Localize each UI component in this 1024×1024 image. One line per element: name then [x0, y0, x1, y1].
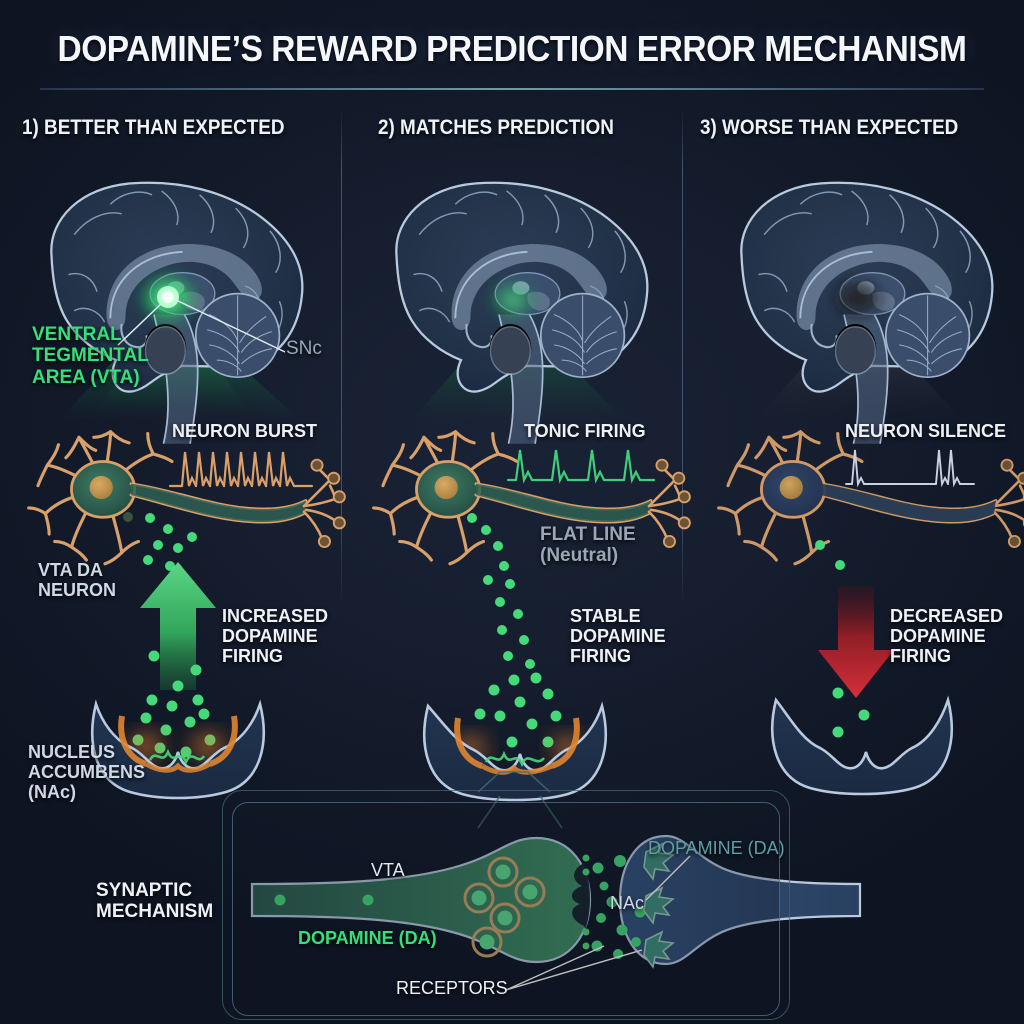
- snc-label-1: SNc: [286, 338, 322, 359]
- column-2-illustration: [372, 181, 692, 829]
- synaptic-panel-inner-frame: [232, 802, 780, 1016]
- dopamine-leader-line: [645, 855, 691, 901]
- synaptic-mechanism-illustration: [250, 834, 862, 991]
- cleft-dopamine: [582, 854, 646, 959]
- nucleus-accumbens-3: [771, 695, 953, 796]
- nucleus-accumbens-1: [91, 699, 265, 800]
- synaptic-panel-outer-frame: [222, 790, 790, 1020]
- vta-da-neuron-label: VTA DA NEURON: [38, 560, 117, 601]
- title-divider: [40, 88, 984, 90]
- neuron-burst-label: NEURON BURST: [172, 421, 318, 441]
- panel-connector-notch: [477, 771, 551, 793]
- stable-firing-label: STABLE DOPAMINE FIRING: [570, 606, 666, 667]
- column-3-illustration: [717, 181, 1024, 796]
- spike-train-silence: [845, 449, 975, 488]
- presynaptic-dopamine-label: DOPAMINE (DA): [298, 928, 437, 948]
- column-divider-1: [341, 108, 342, 608]
- column-header-worse: 3) WORSE THAN EXPECTED: [700, 116, 959, 139]
- increased-firing-arrow: [140, 562, 216, 690]
- increased-firing-label: INCREASED DOPAMINE FIRING: [222, 606, 329, 667]
- vesicles: [463, 856, 546, 958]
- nac-terminal-label: NAc: [610, 893, 645, 913]
- neuron-silence-label: NEURON SILENCE: [845, 421, 1007, 441]
- tonic-firing-label: TONIC FIRING: [524, 421, 646, 441]
- decreased-firing-arrow: [818, 586, 894, 698]
- postsynaptic-dopamine-label: DOPAMINE (DA): [648, 838, 785, 858]
- spike-train-burst: [168, 451, 314, 488]
- nucleus-accumbens-2: [423, 701, 607, 829]
- dopamine-dots-3: [815, 540, 845, 570]
- vta-da-neuron-3: [717, 430, 1024, 566]
- synaptic-mechanism-label: SYNAPTIC MECHANISM: [96, 880, 214, 923]
- spike-train-tonic: [506, 449, 656, 484]
- vta-terminal-label: VTA: [371, 860, 405, 880]
- receptors-leader-lines: [505, 945, 643, 991]
- vta-label-1: VENTRAL TEGMENTAL AREA (VTA): [32, 324, 149, 388]
- snc-leader-line-1: [175, 299, 286, 353]
- column-1-illustration: [27, 181, 347, 800]
- receptors: [643, 842, 675, 969]
- vta-da-neuron-1: [27, 430, 347, 566]
- vta-dim-3: [831, 276, 885, 320]
- postsynaptic-terminal: [618, 834, 862, 966]
- dopamine-dots-nac-3: [832, 687, 870, 738]
- column-divider-2: [682, 108, 683, 608]
- dopamine-dots-1: [123, 512, 197, 571]
- vta-glow-2: [487, 278, 539, 322]
- page-title: DOPAMINE’S REWARD PREDICTION ERROR MECHA…: [57, 28, 967, 69]
- vta-da-neuron-2: [372, 430, 692, 566]
- vta-leader-line-1: [117, 302, 163, 346]
- column-header-better: 1) BETTER THAN EXPECTED: [22, 116, 285, 139]
- decreased-firing-label: DECREASED DOPAMINE FIRING: [890, 606, 1004, 667]
- receptors-label: RECEPTORS: [396, 978, 508, 998]
- nucleus-accumbens-label: NUCLEUS ACCUMBENS (NAc): [28, 742, 145, 803]
- flat-line-label: FLAT LINE (Neutral): [540, 524, 636, 567]
- column-header-matches: 2) MATCHES PREDICTION: [378, 116, 614, 139]
